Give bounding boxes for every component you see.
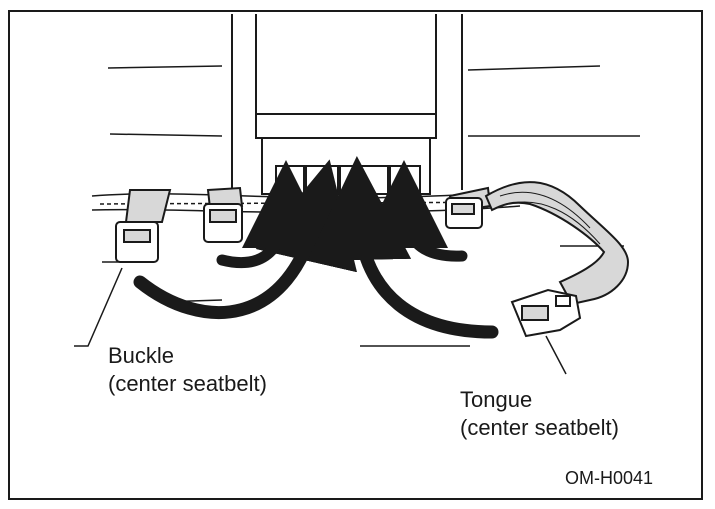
tongue-plate bbox=[512, 290, 580, 336]
buckle-label-line2: (center seatbelt) bbox=[108, 370, 267, 398]
tongue-label: Tongue (center seatbelt) bbox=[460, 386, 619, 442]
buckle-label-line1: Buckle bbox=[108, 342, 267, 370]
tongue-label-line1: Tongue bbox=[460, 386, 619, 414]
buckle-left-outer bbox=[116, 190, 170, 262]
buckle-label: Buckle (center seatbelt) bbox=[108, 342, 267, 398]
belt-webbing bbox=[486, 182, 628, 304]
buckle-right-inner bbox=[446, 188, 490, 228]
figure-code: OM-H0041 bbox=[565, 468, 653, 489]
tongue-label-line2: (center seatbelt) bbox=[460, 414, 619, 442]
motion-arrows bbox=[140, 204, 492, 332]
center-console bbox=[232, 14, 462, 194]
buckle-center bbox=[204, 188, 242, 242]
